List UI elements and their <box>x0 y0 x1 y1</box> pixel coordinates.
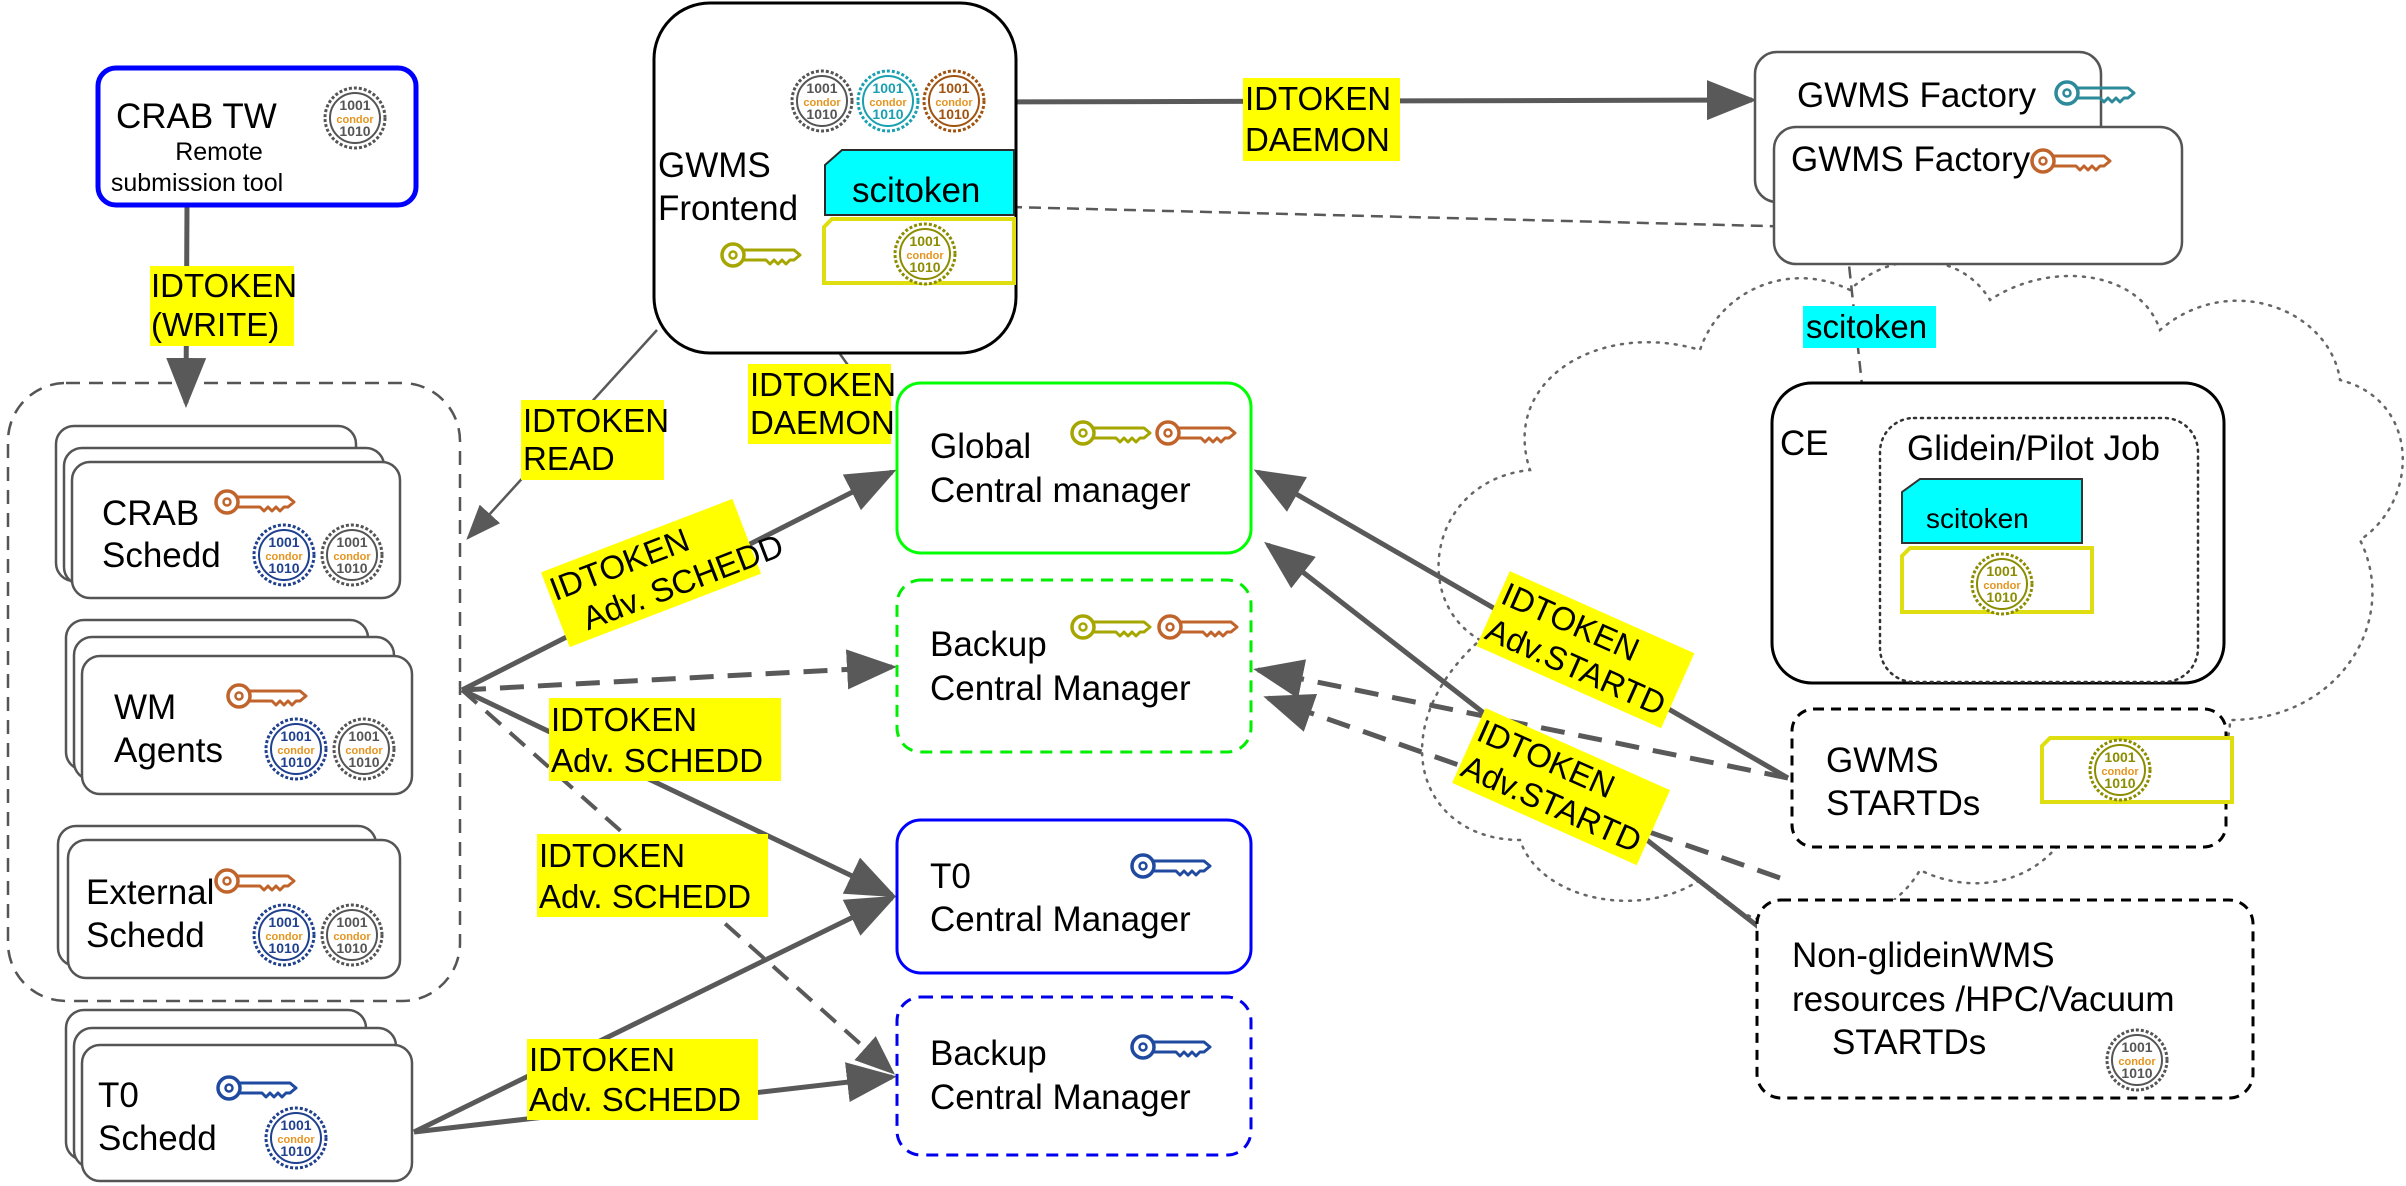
condor-seal-icon <box>252 523 316 587</box>
label-adv-schedd-t0schedd: IDTOKEN Adv. SCHEDD <box>527 1039 758 1120</box>
gwms-factory-front <box>1772 125 2184 266</box>
edge-gwms-startd-backup-cm <box>1253 659 1789 781</box>
condor-seal-icon <box>1970 552 2034 616</box>
label-adv-startd-gwms: IDTOKEN Adv.STARTD <box>1476 571 1695 729</box>
backup-cm-t0-label-2: Central Manager <box>930 1078 1191 1117</box>
t0-cm-label-2: Central Manager <box>930 900 1191 939</box>
label-adv-schedd-t0-backup: IDTOKEN Adv. SCHEDD <box>537 834 768 917</box>
label-idtoken-write: IDTOKEN (WRITE) <box>150 266 297 346</box>
edge-group-t0-cm <box>460 687 897 898</box>
label-line: (WRITE) <box>151 306 279 343</box>
wm-agents-node: WM Agents <box>64 618 414 796</box>
label-line: READ <box>523 440 615 477</box>
backup-cm-t0-label-1: Backup <box>930 1034 1047 1073</box>
gwms-factory-stack: GWMS Factory GWMS Factory <box>1753 50 2184 266</box>
condor-seal-icon <box>2105 1028 2169 1092</box>
label-line: Adv. SCHEDD <box>539 878 751 915</box>
frontend-label-2: Frontend <box>658 189 798 228</box>
edge-t0schedd-t0-cm <box>412 895 897 1135</box>
condor-seal-icon <box>922 69 986 133</box>
label-line: IDTOKEN <box>151 267 297 304</box>
condor-seal-icon <box>332 717 396 781</box>
label-line: scitoken <box>1806 308 1927 345</box>
non-glidein-node: Non-glideinWMS resources /HPC/Vacuum STA… <box>1755 898 2255 1100</box>
condor-seal-icon <box>320 523 384 587</box>
external-schedd-label-2: Schedd <box>86 916 205 955</box>
crab-schedd-label-1: CRAB <box>102 494 199 533</box>
gwms-startds-label-2: STARTDs <box>1826 784 1980 823</box>
label-idtoken-read: IDTOKEN READ <box>521 400 669 480</box>
condor-seal-icon <box>264 717 328 781</box>
crab-schedd-label-2: Schedd <box>102 536 221 575</box>
non-glidein-label-1: Non-glideinWMS <box>1792 936 2055 975</box>
condor-seal-icon <box>323 86 387 150</box>
t0-schedd-label-2: Schedd <box>98 1119 217 1158</box>
label-line: IDTOKEN <box>750 366 896 403</box>
non-glidein-label-2: resources /HPC/Vacuum <box>1792 980 2175 1019</box>
label-idtoken-daemon-cm: IDTOKEN DAEMON <box>748 364 896 444</box>
gwms-startds-node: GWMS STARTDs <box>1790 707 2234 849</box>
condor-seal-icon <box>893 222 957 286</box>
label-line: IDTOKEN <box>523 402 669 439</box>
external-schedd-label-1: External <box>86 873 214 912</box>
wm-agents-label-2: Agents <box>114 731 223 770</box>
scitoken-card <box>1901 478 2083 544</box>
edge-scitoken-path <box>1009 205 1870 441</box>
glidein-scitoken-label: scitoken <box>1926 503 2029 534</box>
crab-tw-subtitle-2: submission tool <box>111 169 283 197</box>
condor-seal-icon <box>264 1106 328 1170</box>
label-scitoken-link: scitoken <box>1803 306 1936 348</box>
ce-node: CE Glidein/Pilot Job scitoken <box>1770 381 2226 685</box>
glidein-title: Glidein/Pilot Job <box>1907 429 2160 468</box>
crab-tw-title: CRAB TW <box>116 97 277 136</box>
global-cm-label-2: Central manager <box>930 471 1191 510</box>
backup-cm-t0-node: Backup Central Manager <box>895 995 1253 1157</box>
backup-cm-global-node: Backup Central Manager <box>895 578 1253 754</box>
label-idtoken-daemon-factory: IDTOKEN DAEMON <box>1243 78 1400 161</box>
label-line: DAEMON <box>750 404 895 441</box>
label-adv-schedd-t0: IDTOKEN Adv. SCHEDD <box>549 698 781 781</box>
label-line: IDTOKEN <box>551 701 697 738</box>
condor-seal-icon <box>252 903 316 967</box>
scitoken-card <box>824 149 1015 216</box>
factory-front-title: GWMS Factory <box>1791 140 2031 179</box>
edge-group-backup-cm <box>461 649 897 693</box>
condor-seal-icon <box>2088 738 2152 802</box>
gwms-startds-label-1: GWMS <box>1826 741 1939 780</box>
label-line: IDTOKEN <box>1245 80 1391 117</box>
frontend-scitoken-label: scitoken <box>852 171 980 210</box>
backup-cm-global-label-2: Central Manager <box>930 669 1191 708</box>
gwms-frontend-node: GWMS Frontend scitoken <box>652 1 1018 355</box>
label-line: IDTOKEN <box>529 1041 675 1078</box>
label-line: Adv. SCHEDD <box>529 1081 741 1118</box>
external-schedd-node: External Schedd <box>56 824 402 980</box>
crab-schedd-node: CRAB Schedd <box>54 424 402 600</box>
t0-schedd-node: T0 Schedd <box>64 1008 414 1183</box>
label-line: IDTOKEN <box>539 837 685 874</box>
crab-tw-node: CRAB TW Remote submission tool <box>95 65 419 208</box>
condor-seal-icon <box>790 69 854 133</box>
global-cm-node: Global Central manager <box>895 381 1253 555</box>
non-glidein-label-3: STARTDs <box>1832 1023 1986 1062</box>
condor-seal-icon <box>856 69 920 133</box>
t0-cm-label-1: T0 <box>930 857 971 896</box>
label-adv-schedd-global: IDTOKEN Adv. SCHEDD <box>540 498 788 648</box>
wm-agents-label-1: WM <box>114 688 176 727</box>
frontend-label-1: GWMS <box>658 146 771 185</box>
backup-cm-global-label-1: Backup <box>930 625 1047 664</box>
schedd-group-frame <box>6 381 462 1003</box>
global-cm-label-1: Global <box>930 427 1031 466</box>
label-line: DAEMON <box>1245 121 1390 158</box>
crab-tw-subtitle-1: Remote <box>175 138 263 166</box>
t0-schedd-label-1: T0 <box>98 1076 139 1115</box>
condor-seal-icon <box>320 903 384 967</box>
factory-back-title: GWMS Factory <box>1797 76 2037 115</box>
t0-cm-node: T0 Central Manager <box>895 818 1253 975</box>
label-line: Adv. SCHEDD <box>551 742 763 779</box>
ce-title: CE <box>1780 424 1829 463</box>
